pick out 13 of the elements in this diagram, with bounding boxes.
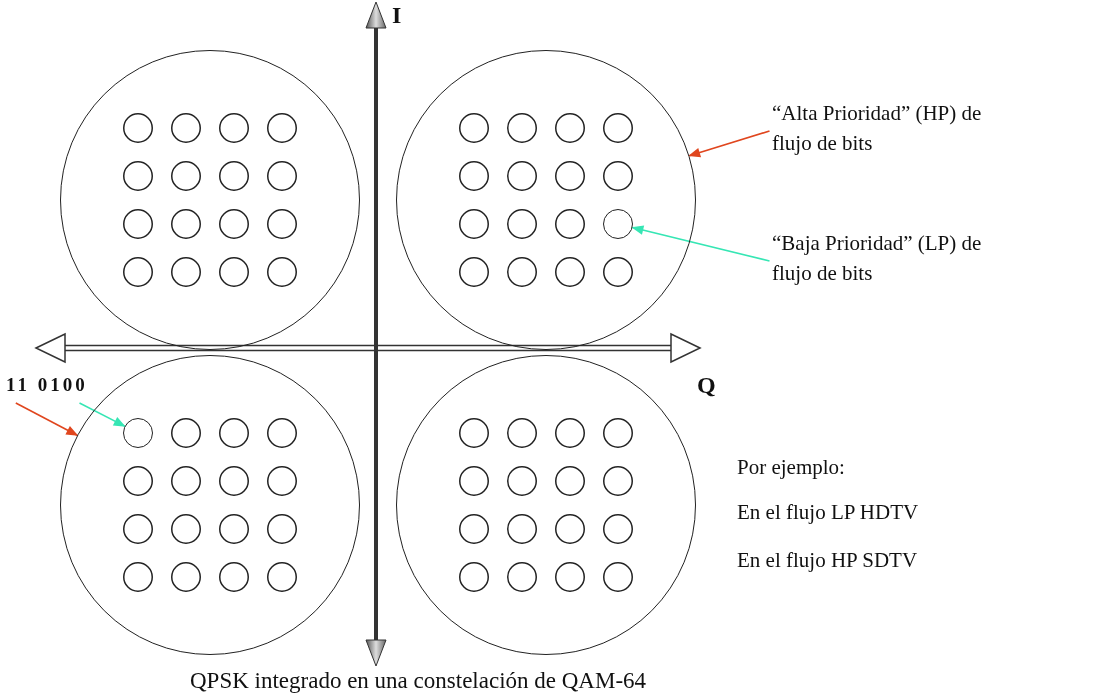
axis-label: Q bbox=[697, 372, 716, 399]
callout-text: 11 0100 bbox=[6, 370, 104, 400]
callout-text: “Baja Prioridad” (LP) de flujo de bits bbox=[772, 228, 1022, 288]
note-text: Por ejemplo: bbox=[737, 455, 845, 480]
pointer-arrow bbox=[631, 225, 771, 262]
pointer-arrow bbox=[15, 402, 79, 437]
axis-label: I bbox=[392, 2, 402, 29]
pointer-arrow bbox=[688, 130, 771, 158]
note-text: En el flujo LP HDTV bbox=[737, 500, 919, 525]
note-text: En el flujo HP SDTV bbox=[737, 548, 918, 573]
callout-text: “Alta Prioridad” (HP) de flujo de bits bbox=[772, 98, 1022, 158]
pointer-arrow bbox=[78, 402, 126, 427]
caption: QPSK integrado en una constelación de QAM-64 bbox=[190, 668, 647, 694]
